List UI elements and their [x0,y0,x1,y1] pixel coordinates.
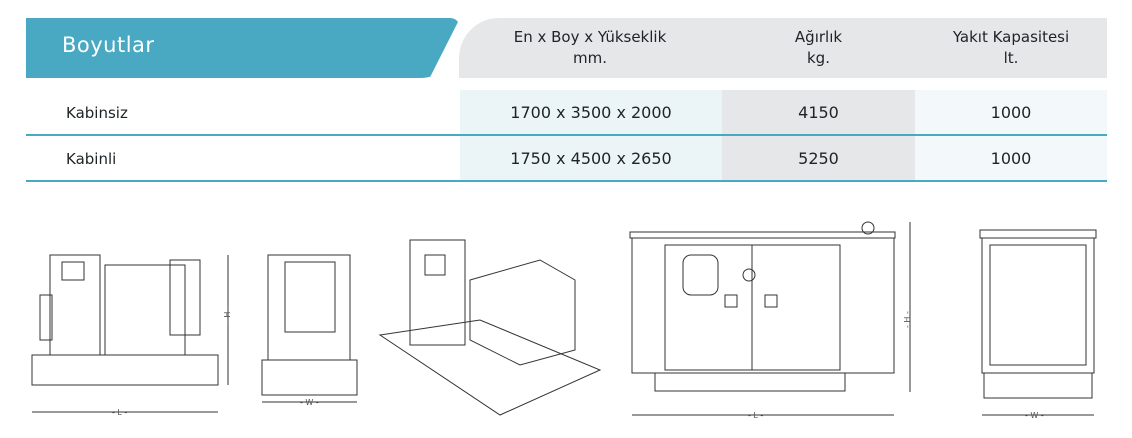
col-dimensions-label: En x Boy x Yükseklik [513,28,667,46]
col-weight: Ağırlık kg. [722,27,915,69]
section-title-tab: Boyutlar [26,18,460,78]
table-header: En x Boy x Yükseklik mm. Ağırlık kg. Yakıt… [459,18,1107,78]
fuel-cell: 1000 [915,136,1107,181]
section-title: Boyutlar [62,33,155,57]
col-dimensions: En x Boy x Yükseklik mm. [459,27,721,69]
table-row: Kabinsiz 1700 x 3500 x 2000 4150 1000 [26,90,1107,135]
dims-cell: 1700 x 3500 x 2000 [460,90,722,135]
width-label: - W - [300,398,319,407]
weight-cell: 4150 [722,90,915,135]
col-dimensions-unit: mm. [573,49,607,67]
width-label: - W - [1025,411,1044,420]
weight-cell: 5250 [722,136,915,181]
col-weight-unit: kg. [807,49,830,67]
canopy-generator-side-view: - L - - H - [629,221,912,420]
open-generator-side-view: - L - - H - [31,254,232,417]
dims-cell: 1750 x 4500 x 2650 [460,136,722,181]
col-fuel-unit: lt. [1003,49,1019,67]
row-label: Kabinli [66,149,117,168]
generator-drawings: - L - - H - - W - - L - - H - - W - [31,221,1097,420]
table-row: Kabinli 1750 x 4500 x 2650 5250 1000 [26,136,1107,181]
col-fuel: Yakıt Kapasitesi lt. [915,27,1107,69]
row-divider [26,134,1107,136]
row-divider [26,180,1107,182]
fuel-cell: 1000 [915,90,1107,135]
open-generator-front-view: - W - [261,254,358,407]
length-label: - L - [748,411,763,420]
col-weight-label: Ağırlık [794,28,843,46]
open-generator-isometric-view [378,239,602,416]
height-label: - H - [223,306,232,323]
canopy-generator-front-view: - W - [979,229,1097,420]
height-label: - H - [903,311,912,328]
col-fuel-label: Yakıt Kapasitesi [952,28,1070,46]
row-label: Kabinsiz [66,103,128,122]
length-label: - L - [112,408,127,417]
